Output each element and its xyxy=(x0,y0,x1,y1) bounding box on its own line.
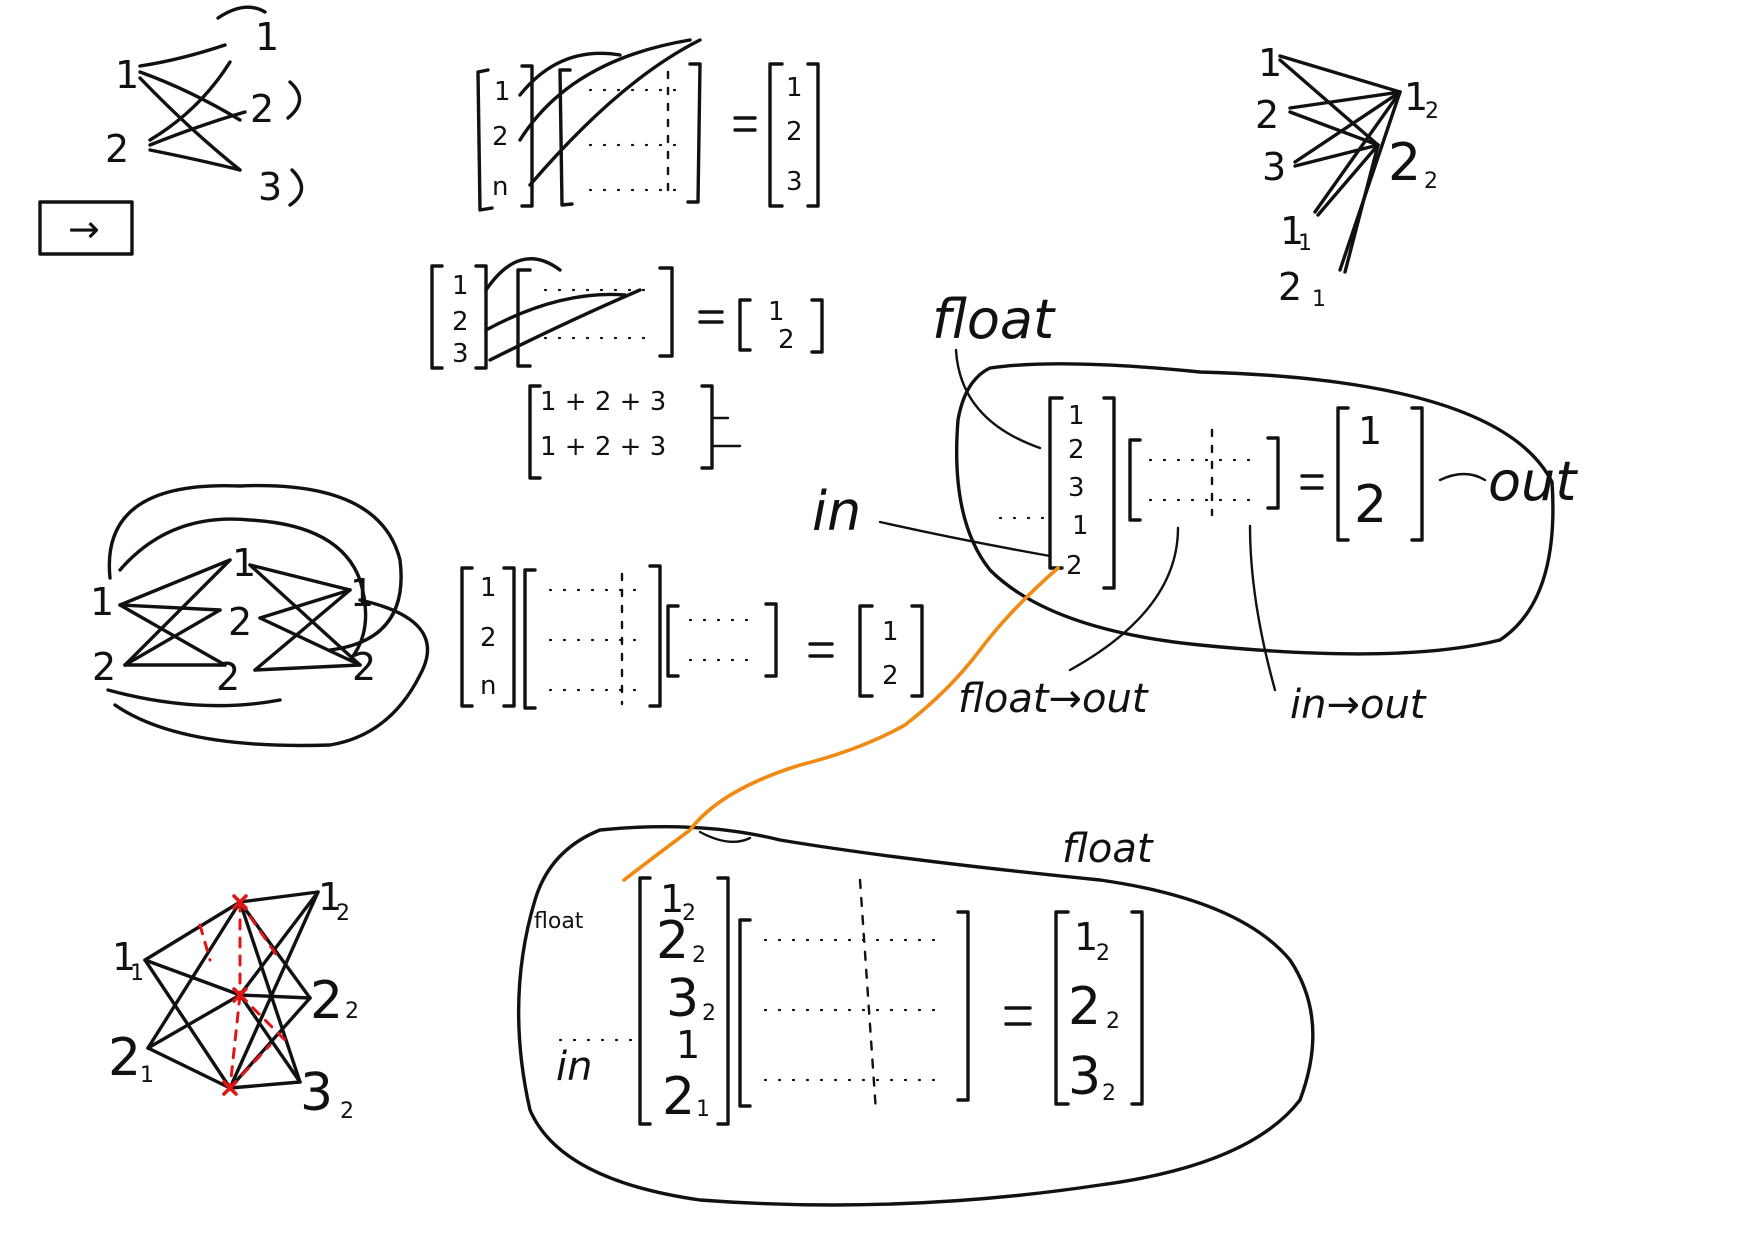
graph-top-right: 1 2 3 1 1 2 1 1 2 2 2 xyxy=(1255,41,1439,312)
vector-entry: 3 xyxy=(1068,473,1085,503)
vector-entry: 2 xyxy=(656,911,689,971)
node-label: 3 xyxy=(1262,145,1286,189)
sum-row: 1 + 2 + 3 xyxy=(540,432,666,462)
label-float: float xyxy=(932,288,1056,351)
node-label: 2 xyxy=(352,645,376,689)
result-entry-subscript: 2 xyxy=(1096,941,1110,966)
node-subscript: 1 xyxy=(130,961,144,986)
orange-connector xyxy=(622,566,1060,882)
node-label: 1 xyxy=(1404,75,1428,119)
self-loop-3 xyxy=(288,168,304,207)
result-entry: 2 xyxy=(778,325,795,355)
graph-middle-left: 1 2 1 2 2 1 2 xyxy=(90,483,430,748)
result-entry: 1 xyxy=(882,617,899,647)
result-entry: 2 xyxy=(1068,977,1101,1037)
node-label: 3 xyxy=(258,165,282,209)
result-entry: 2 xyxy=(1354,475,1387,535)
result-entry: 1 xyxy=(768,297,785,327)
node-label: 1 xyxy=(115,53,139,97)
node-label: 1 xyxy=(1258,41,1282,85)
node-label: 1 xyxy=(350,571,374,615)
vector-entry: 2 xyxy=(1068,435,1085,465)
vector-entry: 2 xyxy=(1066,551,1083,581)
result-entry: 1 xyxy=(786,73,803,103)
node-label: 3 xyxy=(300,1063,333,1123)
node-label: 1 xyxy=(232,541,256,585)
vector-entry: 1 xyxy=(480,573,497,603)
node-subscript: 2 xyxy=(1424,169,1438,194)
vector-entry: 2 xyxy=(452,307,469,337)
node-subscript: 1 xyxy=(1312,287,1326,312)
vector-entry: 3 xyxy=(452,339,469,369)
result-entry: 3 xyxy=(1068,1047,1101,1107)
node-label: 1 xyxy=(255,15,279,59)
vector-entry: 2 xyxy=(492,122,509,152)
result-entry-subscript: 2 xyxy=(1106,1009,1120,1034)
vector-entry-subscript: 2 xyxy=(682,901,696,926)
node-subscript: 2 xyxy=(1425,99,1439,124)
node-subscript: 2 xyxy=(336,901,350,926)
result-entry: 2 xyxy=(882,661,899,691)
node-label: 2 xyxy=(108,1028,141,1088)
vector-entry-subscript: 2 xyxy=(692,943,706,968)
vector-entry: 1 xyxy=(452,271,469,301)
node-label: 2 xyxy=(228,600,252,644)
vector-entry-subscript: 1 xyxy=(696,1097,710,1122)
vector-entry: 3 xyxy=(666,969,699,1029)
node-label: 1 xyxy=(90,580,114,624)
node-label: 2 xyxy=(216,655,240,699)
node-subscript: 2 xyxy=(340,1099,354,1124)
label-float-small: float xyxy=(534,909,584,934)
result-entry: 1 xyxy=(1074,915,1098,959)
matrix-equation-middle: 1 2 3 1 2 1 + 2 + 3 1 + 2 + 3 xyxy=(430,257,824,480)
arrow-box xyxy=(38,200,134,256)
annotated-blob-right: float in out 1 2 3 1 2 1 2 float→out in→… xyxy=(812,288,1578,728)
node-label: 1 xyxy=(112,935,136,979)
node-label: 2 xyxy=(1388,133,1421,193)
annotated-blob-bottom: float float in 1 2 2 2 3 2 1 2 1 1 2 2 2… xyxy=(516,824,1315,1207)
sum-row: 1 + 2 + 3 xyxy=(540,387,666,417)
node-label: 1 xyxy=(318,875,342,919)
node-label: 1 xyxy=(1280,209,1304,253)
node-label: 2 xyxy=(250,87,274,131)
label-in: in xyxy=(556,1044,592,1090)
vector-entry: 1 xyxy=(1068,401,1085,431)
vector-entry: 1 xyxy=(676,1023,700,1067)
matrix-equation-top: 1 2 n 1 2 3 xyxy=(476,38,820,212)
node-label: 2 xyxy=(310,971,343,1031)
result-entry-subscript: 2 xyxy=(1102,1081,1116,1106)
vector-entry: 2 xyxy=(662,1067,695,1127)
node-label: 2 xyxy=(105,127,129,171)
arrow-icon: → xyxy=(68,207,100,251)
label-in: in xyxy=(812,480,861,543)
node-subscript: 2 xyxy=(345,999,359,1024)
node-subscript: 1 xyxy=(1298,231,1312,256)
vector-entry-subscript: 2 xyxy=(702,1001,716,1026)
vector-entry: n xyxy=(480,671,496,701)
vector-entry: 1 xyxy=(1072,511,1089,541)
vector-entry: 2 xyxy=(480,623,497,653)
label-float: float xyxy=(1062,826,1154,872)
label-float-to-out: float→out xyxy=(958,676,1149,722)
matrix-product-middle: 1 2 n 1 2 xyxy=(460,564,924,710)
vector-entry: 1 xyxy=(660,877,684,921)
self-loop-2 xyxy=(286,80,302,120)
node-label: 2 xyxy=(92,645,116,689)
self-loop-1 xyxy=(216,5,267,20)
node-subscript: 1 xyxy=(140,1063,154,1088)
graph-small-top-left: 1 2 1 2 3 → xyxy=(38,5,304,256)
graph-bottom-left: 1 1 2 1 1 2 2 2 3 2 xyxy=(108,875,359,1124)
label-in-to-out: in→out xyxy=(1290,682,1427,728)
vector-entry: 1 xyxy=(494,77,511,107)
result-entry: 3 xyxy=(786,167,803,197)
node-label: 2 xyxy=(1278,265,1302,309)
node-label: 2 xyxy=(1255,93,1279,137)
label-out: out xyxy=(1488,450,1578,513)
result-entry: 1 xyxy=(1358,409,1382,453)
vector-entry: n xyxy=(492,172,508,202)
result-entry: 2 xyxy=(786,117,803,147)
